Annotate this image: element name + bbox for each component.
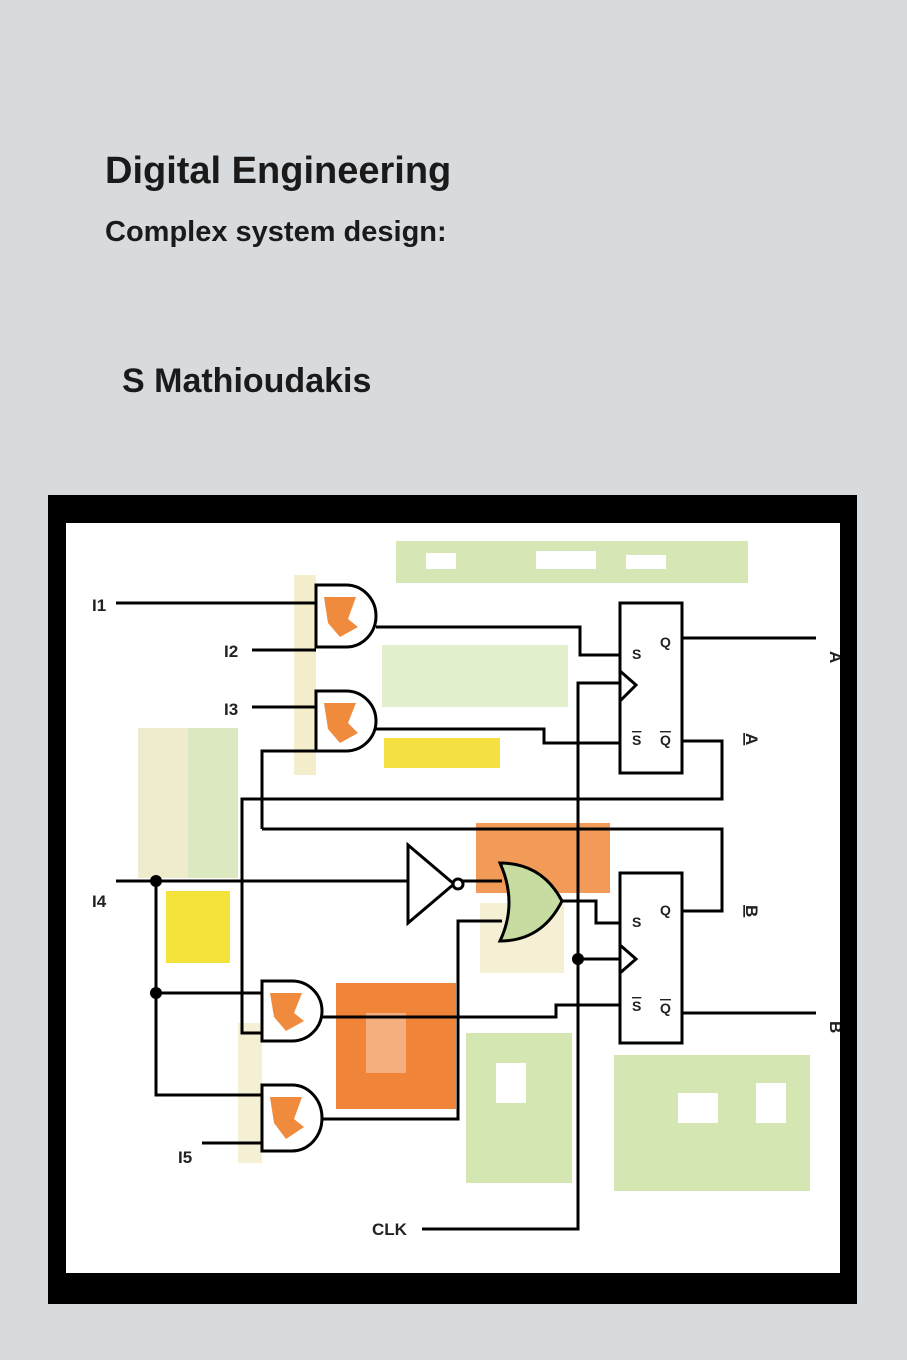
- junction-clk: [572, 953, 584, 965]
- book-subtitle: Complex system design:: [105, 216, 447, 248]
- book-author: S Mathioudakis: [122, 362, 372, 400]
- ff2-qbar-pin: Q: [660, 1000, 671, 1016]
- wire-feedback-b: [262, 827, 724, 913]
- or-gate: [497, 861, 564, 943]
- wire-i4-branch: [154, 881, 262, 1097]
- blotch-yellow-left: [166, 891, 230, 963]
- input-label-i4: I4: [92, 892, 107, 911]
- blotch-cream-top: [294, 575, 316, 775]
- circuit-svg: S Q S Q S Q S Q I1 I2 I3 I4 I5 CLK A A B…: [92, 541, 840, 1239]
- input-label-clk: CLK: [372, 1220, 408, 1239]
- ff2-s-pin: S: [632, 914, 641, 930]
- background-blotches: [138, 541, 810, 1191]
- input-label-i1: I1: [92, 596, 106, 615]
- diagram-frame: S Q S Q S Q S Q I1 I2 I3 I4 I5 CLK A A B…: [48, 495, 857, 1304]
- output-label-b-bar: B: [742, 905, 761, 917]
- wire-and2-in2: [260, 749, 316, 829]
- blotch-yellow-mid: [384, 738, 500, 768]
- book-title: Digital Engineering: [105, 150, 452, 192]
- output-label-b: B: [826, 1021, 840, 1033]
- input-label-i3: I3: [224, 700, 238, 719]
- wire-or-in2: [322, 919, 502, 1121]
- ff2-q-pin: Q: [660, 902, 671, 918]
- wire-and3-out: [322, 1003, 620, 1019]
- wire-and1-out: [376, 625, 620, 657]
- not-gate: [406, 841, 465, 927]
- blotch-cream-bottom-left: [238, 1023, 262, 1163]
- ff1-sbar-pin: S: [632, 732, 641, 748]
- circuit-diagram: S Q S Q S Q S Q I1 I2 I3 I4 I5 CLK A A B…: [66, 523, 840, 1273]
- junctions: [150, 875, 584, 999]
- ff1-q-pin: Q: [660, 634, 671, 650]
- wire-or-out: [562, 899, 620, 925]
- junction-i4: [150, 875, 162, 887]
- wire-ff1-qbar: [240, 739, 724, 1035]
- and-gates: [260, 583, 378, 1153]
- wire-and2-out: [376, 727, 620, 745]
- ff2-sbar-pin: S: [632, 998, 641, 1014]
- ff1-qbar-pin: Q: [660, 732, 671, 748]
- ff1-s-pin: S: [632, 646, 641, 662]
- flipflop-1: [618, 601, 684, 775]
- blotch-green-mid: [382, 645, 568, 707]
- blotch-orange-bottom: [336, 983, 456, 1109]
- output-label-a: A: [826, 651, 840, 663]
- junction-i4-lower: [150, 987, 162, 999]
- input-label-i5: I5: [178, 1148, 192, 1167]
- blotch-green-bottom-mid: [466, 1033, 572, 1183]
- input-label-i2: I2: [224, 642, 238, 661]
- output-label-a-bar: A: [742, 733, 761, 745]
- flipflop-2: [618, 871, 684, 1045]
